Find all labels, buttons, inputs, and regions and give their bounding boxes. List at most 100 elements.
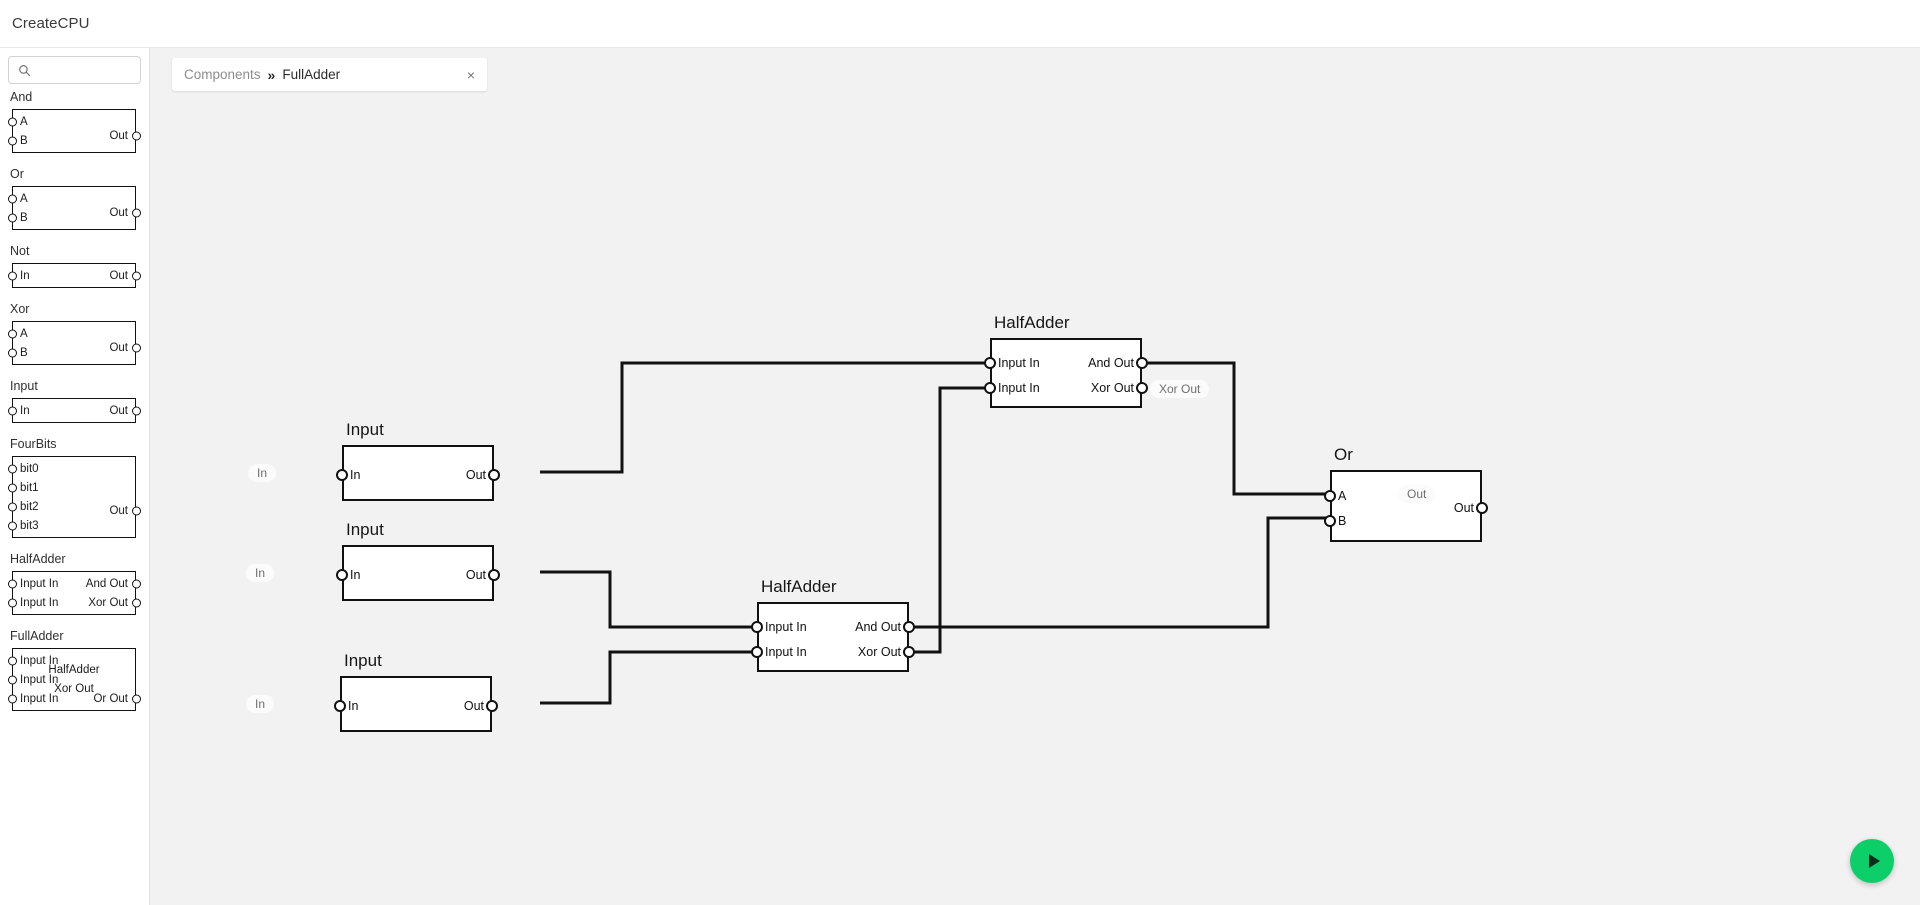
palette-port-out[interactable]: Out bbox=[109, 502, 141, 521]
node-port-input-icon[interactable] bbox=[984, 356, 996, 369]
tab-fulladder[interactable]: Components » FullAdder × bbox=[172, 58, 487, 91]
port-dot-icon[interactable] bbox=[131, 694, 141, 703]
port-dot-icon[interactable] bbox=[7, 136, 17, 145]
port-dot-icon[interactable] bbox=[7, 271, 17, 280]
node-port-input-icon[interactable] bbox=[751, 620, 763, 633]
palette-port-in[interactable]: In bbox=[7, 401, 30, 420]
node-output-row[interactable]: Out bbox=[465, 568, 486, 582]
search-input[interactable] bbox=[35, 62, 135, 78]
search-box[interactable] bbox=[8, 56, 141, 84]
palette-port-out[interactable] bbox=[128, 670, 135, 689]
close-icon[interactable]: × bbox=[466, 66, 475, 83]
port-dot-icon[interactable] bbox=[7, 117, 17, 126]
port-dot-icon[interactable] bbox=[131, 208, 141, 218]
node-output-row[interactable]: Xor Out bbox=[1090, 380, 1134, 395]
node-port-output-icon[interactable] bbox=[488, 569, 500, 581]
port-dot-icon[interactable] bbox=[7, 521, 17, 530]
palette-port-out[interactable]: Or Out bbox=[93, 689, 141, 708]
port-dot-icon[interactable] bbox=[7, 598, 17, 607]
port-dot-icon[interactable] bbox=[131, 598, 141, 607]
node-port-input-icon[interactable] bbox=[1324, 514, 1336, 527]
node-port-output-icon[interactable] bbox=[1136, 356, 1148, 369]
port-dot-icon[interactable] bbox=[7, 348, 17, 357]
port-dot-icon[interactable] bbox=[7, 502, 17, 511]
palette-port-in[interactable]: Input In bbox=[7, 689, 58, 708]
palette-port-in[interactable]: bit1 bbox=[7, 478, 39, 497]
palette-port-in[interactable]: Input In bbox=[7, 593, 58, 612]
palette-port-out[interactable]: Out bbox=[109, 401, 141, 420]
run-simulation-button[interactable] bbox=[1850, 839, 1894, 883]
node-input-row[interactable]: Input In bbox=[998, 355, 1040, 370]
palette-chip-input[interactable]: In Out bbox=[7, 398, 141, 423]
port-dot-icon[interactable] bbox=[131, 131, 141, 141]
node-port-input-icon[interactable] bbox=[336, 469, 348, 481]
palette-port-out[interactable]: Xor Out bbox=[88, 593, 141, 612]
port-dot-icon[interactable] bbox=[7, 579, 17, 588]
node-output-row[interactable]: And Out bbox=[1088, 355, 1134, 370]
node-port-output-icon[interactable] bbox=[903, 620, 915, 633]
node-output-row[interactable]: Xor Out bbox=[857, 644, 901, 659]
node-input-row[interactable]: Input In bbox=[998, 380, 1040, 395]
palette-port-in[interactable]: Input In bbox=[7, 574, 58, 593]
palette-port-in[interactable]: B bbox=[7, 131, 28, 150]
port-dot-icon[interactable] bbox=[7, 213, 17, 222]
palette-port-in[interactable]: Input In bbox=[7, 651, 58, 670]
node-port-output-icon[interactable] bbox=[903, 645, 915, 658]
palette-port-in[interactable]: bit2 bbox=[7, 497, 39, 516]
palette-port-out[interactable]: Out bbox=[109, 338, 141, 357]
node-input-row[interactable]: In bbox=[348, 699, 359, 713]
port-dot-icon[interactable] bbox=[7, 483, 17, 492]
port-dot-icon[interactable] bbox=[131, 271, 141, 280]
palette-port-out[interactable] bbox=[128, 651, 135, 670]
node-port-input-icon[interactable] bbox=[334, 700, 346, 712]
node-output-row[interactable]: And Out bbox=[855, 619, 901, 634]
palette-port-in[interactable]: A bbox=[7, 112, 28, 131]
port-dot-icon[interactable] bbox=[7, 406, 17, 415]
port-dot-icon[interactable] bbox=[7, 194, 17, 203]
palette-port-in[interactable]: bit3 bbox=[7, 516, 39, 535]
palette-port-in[interactable]: A bbox=[7, 324, 28, 343]
palette-port-in[interactable]: In bbox=[7, 266, 30, 285]
node-output-row[interactable]: Out bbox=[463, 699, 484, 713]
node-output-row[interactable]: Out bbox=[1453, 501, 1474, 515]
node-output-row[interactable]: Out bbox=[465, 468, 486, 482]
port-dot-icon[interactable] bbox=[131, 343, 141, 353]
port-dot-icon[interactable] bbox=[7, 656, 17, 665]
node-input-row[interactable]: Input In bbox=[765, 644, 807, 659]
node-port-output-icon[interactable] bbox=[1476, 502, 1488, 514]
node-port-output-icon[interactable] bbox=[486, 700, 498, 712]
port-dot-icon[interactable] bbox=[131, 579, 141, 588]
palette-port-in[interactable]: bit0 bbox=[7, 459, 39, 478]
palette-port-in[interactable]: B bbox=[7, 343, 28, 362]
node-port-input-icon[interactable] bbox=[751, 645, 763, 658]
node-input-row[interactable]: In bbox=[350, 468, 361, 482]
node-port-output-icon[interactable] bbox=[488, 469, 500, 481]
node-port-input-icon[interactable] bbox=[984, 381, 996, 394]
port-dot-icon[interactable] bbox=[7, 675, 17, 684]
node-input-row[interactable]: Input In bbox=[765, 619, 807, 634]
port-dot-icon[interactable] bbox=[7, 329, 17, 338]
node-port-input-icon[interactable] bbox=[336, 569, 348, 581]
node-port-output-icon[interactable] bbox=[1136, 381, 1148, 394]
palette-port-in[interactable]: Input In bbox=[7, 670, 58, 689]
port-dot-icon[interactable] bbox=[131, 406, 141, 415]
palette-port-out[interactable]: Out bbox=[109, 203, 141, 222]
